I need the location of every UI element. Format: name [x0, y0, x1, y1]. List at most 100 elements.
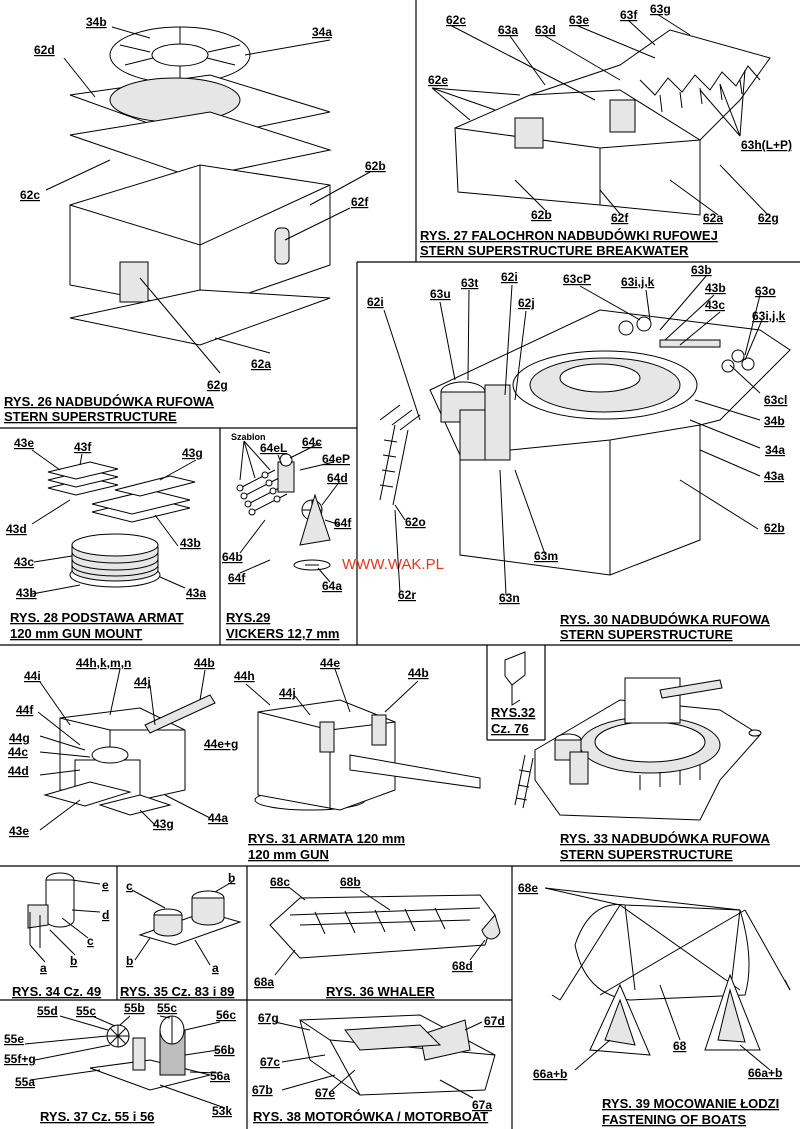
fig35-parts-83-89: c b b a RYS. 35 Cz. 83 i 89: [120, 871, 242, 999]
fig30-stern-superstructure: 62i 63u 63t 62i 62j 63cP 63i,j,k 63b 43b…: [367, 263, 791, 642]
fig31-gun: 44h,k,m,n 44b 44i 44j 44f 44g 44c 44d 43…: [8, 656, 481, 862]
fig35-label: c: [126, 879, 133, 893]
fig37-drawing: [89, 1015, 211, 1091]
fig31-label: 44h: [234, 669, 255, 683]
fig39-labels: 68e 68 66a+b 66a+b: [518, 881, 782, 1081]
fig38-label: 67g: [258, 1011, 279, 1025]
fig26-subtitle: STERN SUPERSTRUCTURE: [4, 409, 177, 424]
fig38-label: 67b: [252, 1083, 273, 1097]
fig36-whaler: 68c 68b 68a 68d RYS. 36 WHALER: [254, 875, 501, 999]
fig39-subtitle: FASTENING OF BOATS: [602, 1112, 747, 1127]
fig31-drawing: [43, 694, 481, 816]
fig34-label: e: [102, 878, 109, 892]
fig30-label: 63u: [430, 287, 451, 301]
fig31-label: 44i: [24, 669, 41, 683]
fig28-label: 43d: [6, 522, 27, 536]
fig29-drawing: [236, 453, 331, 571]
fig31-label: 44b: [408, 666, 429, 680]
fig30-label: 62b: [764, 521, 785, 535]
fig30-labels: 62i 63u 63t 62i 62j 63cP 63i,j,k 63b 43b…: [367, 263, 787, 605]
fig38-drawing: [299, 1014, 496, 1096]
fig32-subtitle: Cz. 76: [491, 721, 529, 736]
fig37-label: 55c: [76, 1004, 96, 1018]
fig31-label: 44c: [8, 745, 28, 759]
fig39-leaders: [544, 887, 771, 1071]
fig31-leaders: [37, 668, 419, 831]
fig26-label: 62c: [20, 188, 40, 202]
fig33-drawing: [514, 677, 762, 821]
fig29-label: 64b: [222, 550, 243, 564]
fig26-label: 62d: [34, 43, 55, 57]
fig27-subtitle: STERN SUPERSTRUCTURE BREAKWATER: [420, 243, 689, 258]
fig30-label: 43b: [705, 281, 726, 295]
fig29-label: 64eL: [260, 441, 287, 455]
fig37-label: 55c: [157, 1001, 177, 1015]
fig36-label: 68c: [270, 875, 290, 889]
fig29-szablon: Szablon: [231, 432, 266, 442]
fig37-parts-55-56: 55d 55c 55b 55c 56c 55e 55f+g 56b 55a 56…: [4, 1001, 236, 1124]
fig37-label: 55f+g: [4, 1052, 36, 1066]
fig26-leaders: [45, 26, 371, 374]
fig37-label: 56c: [216, 1008, 236, 1022]
fig26-label: 62a: [251, 357, 271, 371]
fig30-label: 62i: [367, 295, 384, 309]
fig31-label: 44b: [194, 656, 215, 670]
fig35-leaders: [131, 881, 233, 966]
fig26-label: 34a: [312, 25, 332, 39]
fig27-drawing: [454, 29, 771, 216]
fig33-subtitle: STERN SUPERSTRUCTURE: [560, 847, 733, 862]
fig33-stern-superstructure: RYS. 33 NADBUDÓWKA RUFOWA STERN SUPERSTR…: [514, 677, 771, 862]
fig31-label: 43e: [9, 824, 29, 838]
fig29-label: 64eP: [322, 452, 350, 466]
fig37-label: 56a: [210, 1069, 230, 1083]
fig28-title: RYS. 28 PODSTAWA ARMAT: [10, 610, 184, 625]
fig30-leaders: [383, 274, 763, 596]
fig27-label: 62a: [703, 211, 723, 225]
fig38-label: 67d: [484, 1014, 505, 1028]
fig28-label: 43e: [14, 436, 34, 450]
fig31-label: 44g: [9, 731, 30, 745]
fig36-label: 68b: [340, 875, 361, 889]
fig30-label: 34b: [764, 414, 785, 428]
fig35-label: b: [228, 871, 235, 885]
fig30-label: 63i,j,k: [621, 275, 655, 289]
fig29-label: 64c: [302, 435, 322, 449]
fig27-label: 62c: [446, 13, 466, 27]
fig31-label: 44e+g: [204, 737, 238, 751]
fig27-label: 62f: [611, 211, 629, 225]
fig29-label: 64f: [334, 516, 352, 530]
fig30-title: RYS. 30 NADBUDÓWKA RUFOWA: [560, 612, 771, 627]
fig29-labels: Szablon 64eL 64c 64eP 64d 64f 64b 64f 64…: [222, 432, 352, 593]
fig37-title: RYS. 37 Cz. 55 i 56: [40, 1109, 154, 1124]
fig39-title: RYS. 39 MOCOWANIE ŁODZI: [602, 1096, 779, 1111]
fig30-label: 43a: [764, 469, 784, 483]
fig31-label: 44e: [320, 656, 340, 670]
fig35-drawing: [138, 890, 242, 946]
fig28-label: 43f: [74, 440, 92, 454]
fig36-labels: 68c 68b 68a 68d: [254, 875, 473, 989]
fig27-title: RYS. 27 FALOCHRON NADBUDÓWKI RUFOWEJ: [420, 228, 718, 243]
fig28-label: 43b: [16, 586, 37, 600]
fig30-label: 63o: [755, 284, 776, 298]
fig36-title: RYS. 36 WHALER: [326, 984, 435, 999]
fig28-labels: 43e 43f 43g 43d 43b 43c 43b 43a: [6, 436, 206, 600]
fig27-label: 62e: [428, 73, 448, 87]
fig31-label: 44j: [279, 686, 296, 700]
fig38-label: 67e: [315, 1086, 335, 1100]
fig27-label: 63f: [620, 8, 638, 22]
fig35-label: a: [212, 961, 219, 975]
fig26-label: 62g: [207, 378, 228, 392]
fig26-labels: 34b 34a 62d 62c 62b 62f 62g 62a: [20, 15, 386, 392]
fig28-drawing: [47, 461, 196, 588]
fig36-label: 68d: [452, 959, 473, 973]
fig31-title: RYS. 31 ARMATA 120 mm: [248, 831, 405, 846]
fig26-label: 62b: [365, 159, 386, 173]
fig30-subtitle: STERN SUPERSTRUCTURE: [560, 627, 733, 642]
fig31-label: 43g: [153, 817, 174, 831]
fig29-title: RYS.29: [226, 610, 270, 625]
fig30-label: 63t: [461, 276, 478, 290]
fig26-drawing: [69, 26, 332, 346]
fig30-label: 63cP: [563, 272, 591, 286]
fig27-label: 62g: [758, 211, 779, 225]
fig31-label: 44f: [16, 703, 34, 717]
